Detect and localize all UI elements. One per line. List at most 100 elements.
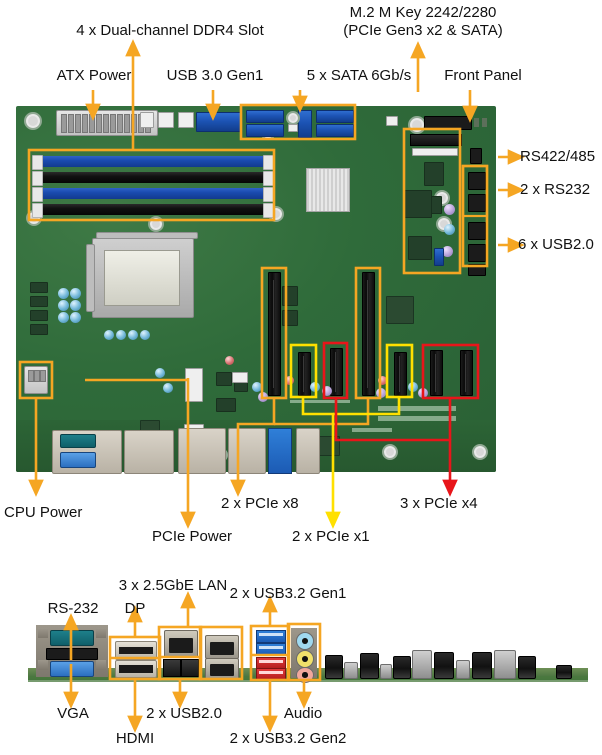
- rj45-lan-port: [164, 630, 198, 658]
- silkscreen-text: [378, 416, 456, 421]
- usb32-gen1-port: [256, 630, 286, 643]
- dimm-clip: [32, 171, 43, 186]
- dimm-clip: [263, 155, 274, 170]
- pcie-x1-slot: [298, 352, 311, 396]
- small-header: [386, 116, 398, 126]
- rs232-header: [468, 194, 486, 212]
- label-dp: DP: [124, 600, 146, 617]
- label-rs232-io: RS-232: [47, 600, 99, 617]
- label-pcie-x1: 2 x PCIe x1: [292, 528, 370, 545]
- io-shield-screw: [96, 628, 106, 638]
- rear-io-dp-hdmi-stack: [124, 430, 174, 474]
- sata-port: [316, 110, 354, 123]
- usb20-header: [468, 264, 486, 276]
- controller-chip: [282, 310, 298, 326]
- controller-chip: [216, 372, 232, 386]
- mounting-hole: [472, 444, 488, 460]
- small-header: [232, 372, 248, 383]
- usb30-gen1-header: [196, 112, 242, 132]
- audio-line-out-jack: [296, 650, 314, 668]
- smd-part: [482, 118, 487, 127]
- capacitor: [58, 300, 69, 311]
- io-shield-screw: [38, 660, 48, 670]
- pcie-power-connector: [185, 368, 203, 402]
- electrolytic-capacitor: [412, 650, 432, 679]
- socket-load-plate-arm: [96, 232, 198, 239]
- label-vga: VGA: [57, 705, 89, 722]
- mounting-hole: [24, 112, 42, 130]
- capacitor: [444, 224, 455, 235]
- label-rs232x2: 2 x RS232: [520, 181, 591, 198]
- hdmi-connector: [115, 660, 157, 678]
- electrolytic-capacitor: [456, 660, 470, 679]
- mounting-hole: [148, 216, 164, 232]
- electrolytic-capacitor: [494, 650, 516, 679]
- label-usb20-io: 2 x USB2.0: [146, 705, 222, 722]
- rs232-db9-port: [50, 630, 94, 646]
- pcie-x1-slot: [394, 352, 407, 396]
- usb32-gen2-port: [256, 668, 286, 680]
- dimm-clip: [263, 203, 274, 218]
- dimm-clip: [263, 187, 274, 202]
- small-header: [178, 112, 194, 128]
- ddr4-dimm-slot: [40, 188, 264, 199]
- capacitor: [70, 288, 81, 299]
- sata-port: [246, 124, 284, 137]
- controller-chip: [282, 286, 298, 306]
- capacitor: [444, 204, 455, 215]
- smd-part: [474, 118, 479, 127]
- capacitor: [104, 330, 114, 340]
- mounting-hole: [382, 444, 398, 460]
- ddr4-dimm-slot: [40, 204, 264, 215]
- capacitor: [376, 388, 386, 398]
- electrolytic-capacitor: [556, 665, 572, 679]
- rs422-485-header: [470, 148, 482, 164]
- label-lan: 3 x 2.5GbE LAN: [118, 577, 228, 594]
- label-usb30: USB 3.0 Gen1: [166, 67, 264, 84]
- silkscreen-line: [290, 400, 350, 403]
- internal-connector: [434, 248, 444, 266]
- capacitor: [378, 376, 387, 385]
- usb20-port: [181, 659, 199, 677]
- controller-chip: [408, 236, 432, 260]
- small-header: [158, 112, 174, 128]
- pcie-x4-slot: [430, 350, 443, 396]
- capacitor: [285, 376, 294, 385]
- capacitor: [418, 388, 428, 398]
- audio-line-in-jack: [296, 632, 314, 650]
- controller-chip: [404, 190, 432, 218]
- chipset-heatsink: [306, 168, 350, 212]
- label-audio: Audio: [283, 705, 323, 722]
- pcie-x8-slot: [362, 272, 375, 396]
- capacitor: [58, 312, 69, 323]
- sata-port: [298, 110, 312, 138]
- electrolytic-capacitor: [434, 652, 454, 679]
- label-usb32gen1: 2 x USB3.2 Gen1: [229, 585, 347, 602]
- mounting-hole: [286, 111, 300, 125]
- ddr4-dimm-slot: [40, 172, 264, 183]
- silkscreen-text: [352, 428, 392, 432]
- label-ddr4: 4 x Dual-channel DDR4 Slot: [76, 22, 264, 39]
- io-shield-screw: [38, 628, 48, 638]
- usb20-header: [468, 222, 486, 240]
- electrolytic-capacitor: [393, 656, 411, 679]
- label-sata: 5 x SATA 6Gb/s: [306, 67, 412, 84]
- rear-io-com-port: [60, 434, 96, 448]
- bios-chip: [216, 398, 236, 412]
- vga-db15-port: [50, 661, 94, 677]
- socket-lever: [86, 244, 95, 312]
- usb20-port: [163, 659, 181, 677]
- mosfet: [30, 324, 48, 335]
- capacitor: [252, 382, 262, 392]
- label-atx-power: ATX Power: [56, 67, 132, 84]
- usb20-header: [468, 244, 486, 262]
- capacitor: [140, 330, 150, 340]
- capacitor: [58, 288, 69, 299]
- label-pcie-x4: 3 x PCIe x4: [400, 495, 478, 512]
- capacitor: [258, 392, 268, 402]
- electrolytic-capacitor: [344, 662, 358, 679]
- capacitor: [128, 330, 138, 340]
- usb32-gen1-port: [256, 643, 286, 656]
- rs232-header: [468, 172, 486, 190]
